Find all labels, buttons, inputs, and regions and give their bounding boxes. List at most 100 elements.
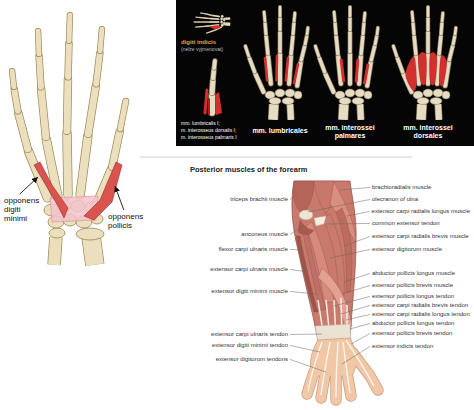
bone	[325, 74, 333, 92]
part-label: opponens digiti minimi	[4, 196, 39, 224]
bone	[287, 104, 294, 120]
bone	[315, 46, 318, 56]
bone	[54, 237, 56, 265]
bone-outline	[210, 70, 217, 78]
bone-outline	[62, 133, 72, 195]
bone	[225, 23, 230, 26]
part-label: triceps brachii muscle	[230, 196, 288, 203]
carpal-bone	[275, 89, 285, 97]
bone	[196, 17, 199, 18]
leader-line	[290, 249, 302, 251]
muscle-strand	[211, 26, 218, 28]
extensor-tendon	[336, 342, 338, 397]
bone	[80, 136, 88, 195]
bone-outline	[375, 28, 380, 34]
bone-outline	[371, 46, 374, 60]
bone	[263, 12, 266, 21]
bone-outline	[319, 58, 324, 72]
bone	[375, 36, 377, 44]
panel-caption: m. interosseus dorsalis I;	[181, 128, 236, 134]
bone-outline	[291, 36, 293, 54]
part-label: extensor pollicis brevis muscle	[372, 282, 453, 289]
muscle-strand	[265, 58, 267, 81]
bone-outline	[120, 101, 126, 129]
bone-outline	[268, 56, 271, 84]
bone	[211, 70, 216, 78]
carpal-bone	[269, 98, 281, 105]
bone	[199, 26, 202, 27]
bone	[210, 18, 219, 20]
forearm-illustration	[292, 181, 378, 400]
bone	[41, 89, 46, 137]
bone	[336, 36, 338, 54]
bone-outline	[397, 58, 402, 72]
bone	[376, 28, 379, 34]
bone-outline	[196, 17, 199, 19]
bone	[255, 74, 263, 92]
bone-outline	[41, 89, 46, 137]
leader-line	[290, 269, 308, 272]
bone-outline	[291, 23, 296, 34]
carpal-bone	[223, 18, 225, 22]
leader-line	[330, 249, 370, 258]
bone	[196, 26, 199, 27]
bone	[202, 21, 208, 22]
panel-note: (nelze vyjmenovat)	[181, 47, 223, 53]
bone	[305, 36, 307, 44]
panel-caption: mm. lumbricalis I;	[181, 121, 220, 127]
interosseus-muscle	[210, 26, 221, 29]
bone-outline	[426, 7, 430, 16]
bone-outline	[63, 79, 72, 131]
panel-label: digiti indicis	[181, 39, 216, 46]
bone-outline	[14, 89, 18, 111]
bone	[210, 30, 214, 32]
hand-lumbricales	[245, 7, 308, 120]
bone	[63, 133, 72, 195]
bone	[440, 23, 444, 34]
common-extensor-tendon	[314, 216, 326, 226]
bone	[18, 113, 27, 149]
bone	[414, 36, 416, 54]
bone-outline	[426, 18, 430, 30]
bone	[349, 7, 352, 16]
panel-caption: mm. lumbricales	[252, 127, 307, 135]
bone	[333, 12, 336, 21]
bone	[441, 13, 444, 21]
bone	[269, 104, 279, 120]
leader-line	[344, 236, 370, 246]
opponens-pollicis-muscle	[84, 162, 122, 220]
leader-line	[334, 296, 370, 306]
bone-outline	[225, 17, 230, 20]
bone	[199, 17, 202, 18]
part-label: opponens pollicis	[108, 212, 143, 230]
part-label: flexor carpi ulnaris muscle	[219, 246, 288, 253]
bone	[36, 31, 42, 54]
dark-panel	[176, 0, 474, 146]
bone-outline	[278, 32, 283, 52]
bone	[426, 32, 429, 52]
leader-line	[290, 194, 298, 199]
bone-outline	[325, 74, 333, 92]
bone	[67, 15, 73, 41]
bone-outline	[266, 36, 268, 54]
muscle-strand	[341, 60, 343, 81]
carpal-bone	[430, 98, 442, 105]
bone	[88, 86, 96, 134]
leader-line	[346, 314, 370, 320]
carpal-bone	[433, 89, 443, 97]
bone-outline	[201, 12, 203, 14]
leader-line	[290, 226, 303, 234]
carpal-bone	[364, 91, 372, 99]
bone	[348, 54, 352, 84]
muscle-strand	[365, 65, 368, 83]
bone	[14, 89, 18, 111]
carpal-bone	[220, 17, 223, 20]
bone-outline	[347, 54, 352, 84]
triceps-muscle	[293, 181, 314, 214]
carpal-bone	[221, 15, 224, 18]
carpal-bone	[223, 22, 225, 26]
carpal-bone	[282, 98, 294, 105]
leader-line	[290, 334, 322, 335]
hand-palmar-interossei	[315, 7, 378, 120]
leader-line	[342, 285, 370, 294]
